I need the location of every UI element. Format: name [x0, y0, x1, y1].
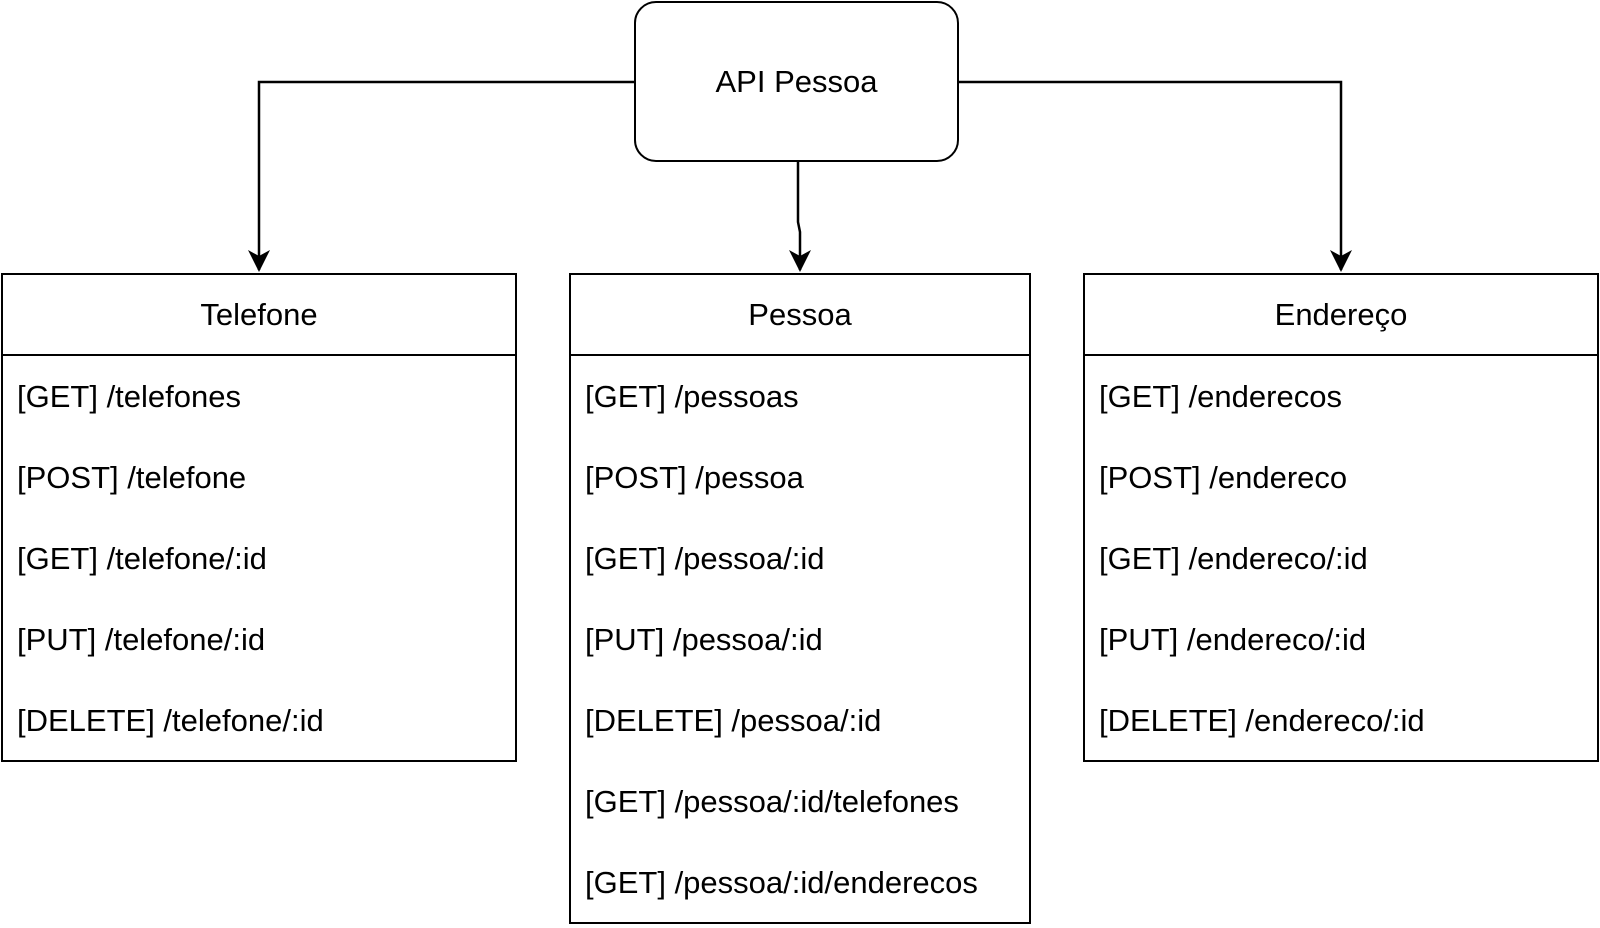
- arrowhead-telefone: [248, 250, 270, 272]
- telefone-entity-header: Telefone: [3, 275, 515, 356]
- route-item: [GET] /pessoa/:id: [585, 541, 825, 576]
- route-item: [PUT] /pessoa/:id: [585, 622, 823, 657]
- pessoa-entity-box: Pessoa [GET] /pessoas [POST] /pessoa [GE…: [569, 273, 1031, 924]
- route-item: [DELETE] /endereco/:id: [1099, 703, 1425, 738]
- route-item: [GET] /telefone/:id: [17, 541, 267, 576]
- route-item: [POST] /telefone: [17, 460, 247, 495]
- route-item: [PUT] /telefone/:id: [17, 622, 266, 657]
- edge-api-to-telefone: [257, 80, 634, 270]
- api-pessoa-label: API Pessoa: [715, 63, 878, 99]
- route-item: [POST] /endereco: [1099, 460, 1348, 495]
- route-item: [PUT] /endereco/:id: [1099, 622, 1367, 657]
- arrowhead-pessoa: [789, 250, 811, 272]
- pessoa-entity-title: Pessoa: [748, 296, 852, 332]
- pessoa-route-list: [GET] /pessoas [POST] /pessoa [GET] /pes…: [571, 356, 1029, 923]
- telefone-entity-title: Telefone: [200, 296, 318, 332]
- route-item: [GET] /pessoa/:id/telefones: [585, 784, 959, 819]
- arrowhead-endereco: [1330, 250, 1352, 272]
- endereco-route-list: [GET] /enderecos [POST] /endereco [GET] …: [1085, 356, 1597, 761]
- route-item: [DELETE] /pessoa/:id: [585, 703, 882, 738]
- route-item: [GET] /telefones: [17, 379, 241, 414]
- api-pessoa-node: API Pessoa: [634, 1, 959, 162]
- telefone-entity-box: Telefone [GET] /telefones [POST] /telefo…: [1, 273, 517, 762]
- pessoa-entity-header: Pessoa: [571, 275, 1029, 356]
- endereco-entity-title: Endereço: [1274, 296, 1408, 332]
- route-item: [GET] /pessoas: [585, 379, 799, 414]
- route-item: [GET] /enderecos: [1099, 379, 1342, 414]
- route-item: [GET] /pessoa/:id/enderecos: [585, 865, 978, 900]
- route-item: [DELETE] /telefone/:id: [17, 703, 324, 738]
- telefone-route-list: [GET] /telefones [POST] /telefone [GET] …: [3, 356, 515, 761]
- edge-api-to-pessoa: [796, 162, 802, 270]
- route-item: [GET] /endereco/:id: [1099, 541, 1368, 576]
- edge-api-to-endereco: [959, 80, 1343, 270]
- endereco-entity-header: Endereço: [1085, 275, 1597, 356]
- endereco-entity-box: Endereço [GET] /enderecos [POST] /endere…: [1083, 273, 1599, 762]
- route-item: [POST] /pessoa: [585, 460, 804, 495]
